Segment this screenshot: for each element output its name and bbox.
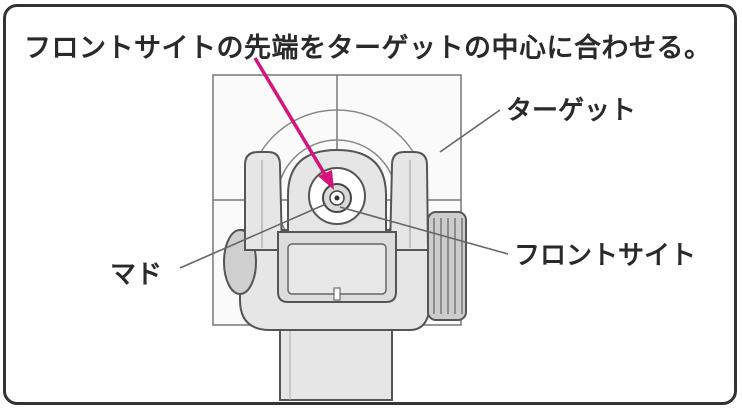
target-label: ターゲット [506, 96, 637, 126]
instruction-caption: フロントサイトの先端をターゲットの中心に合わせる。 [24, 33, 712, 64]
window-block [277, 231, 397, 303]
pointer-arrow [253, 57, 334, 190]
adjustment-wheel [427, 211, 467, 321]
sight-wings [244, 151, 430, 251]
leader-lines [179, 109, 509, 269]
window-label: マド [110, 260, 163, 290]
sight-stem [279, 319, 393, 401]
front-sight-post [322, 183, 352, 213]
front-sight-label: フロントサイト [514, 241, 697, 271]
